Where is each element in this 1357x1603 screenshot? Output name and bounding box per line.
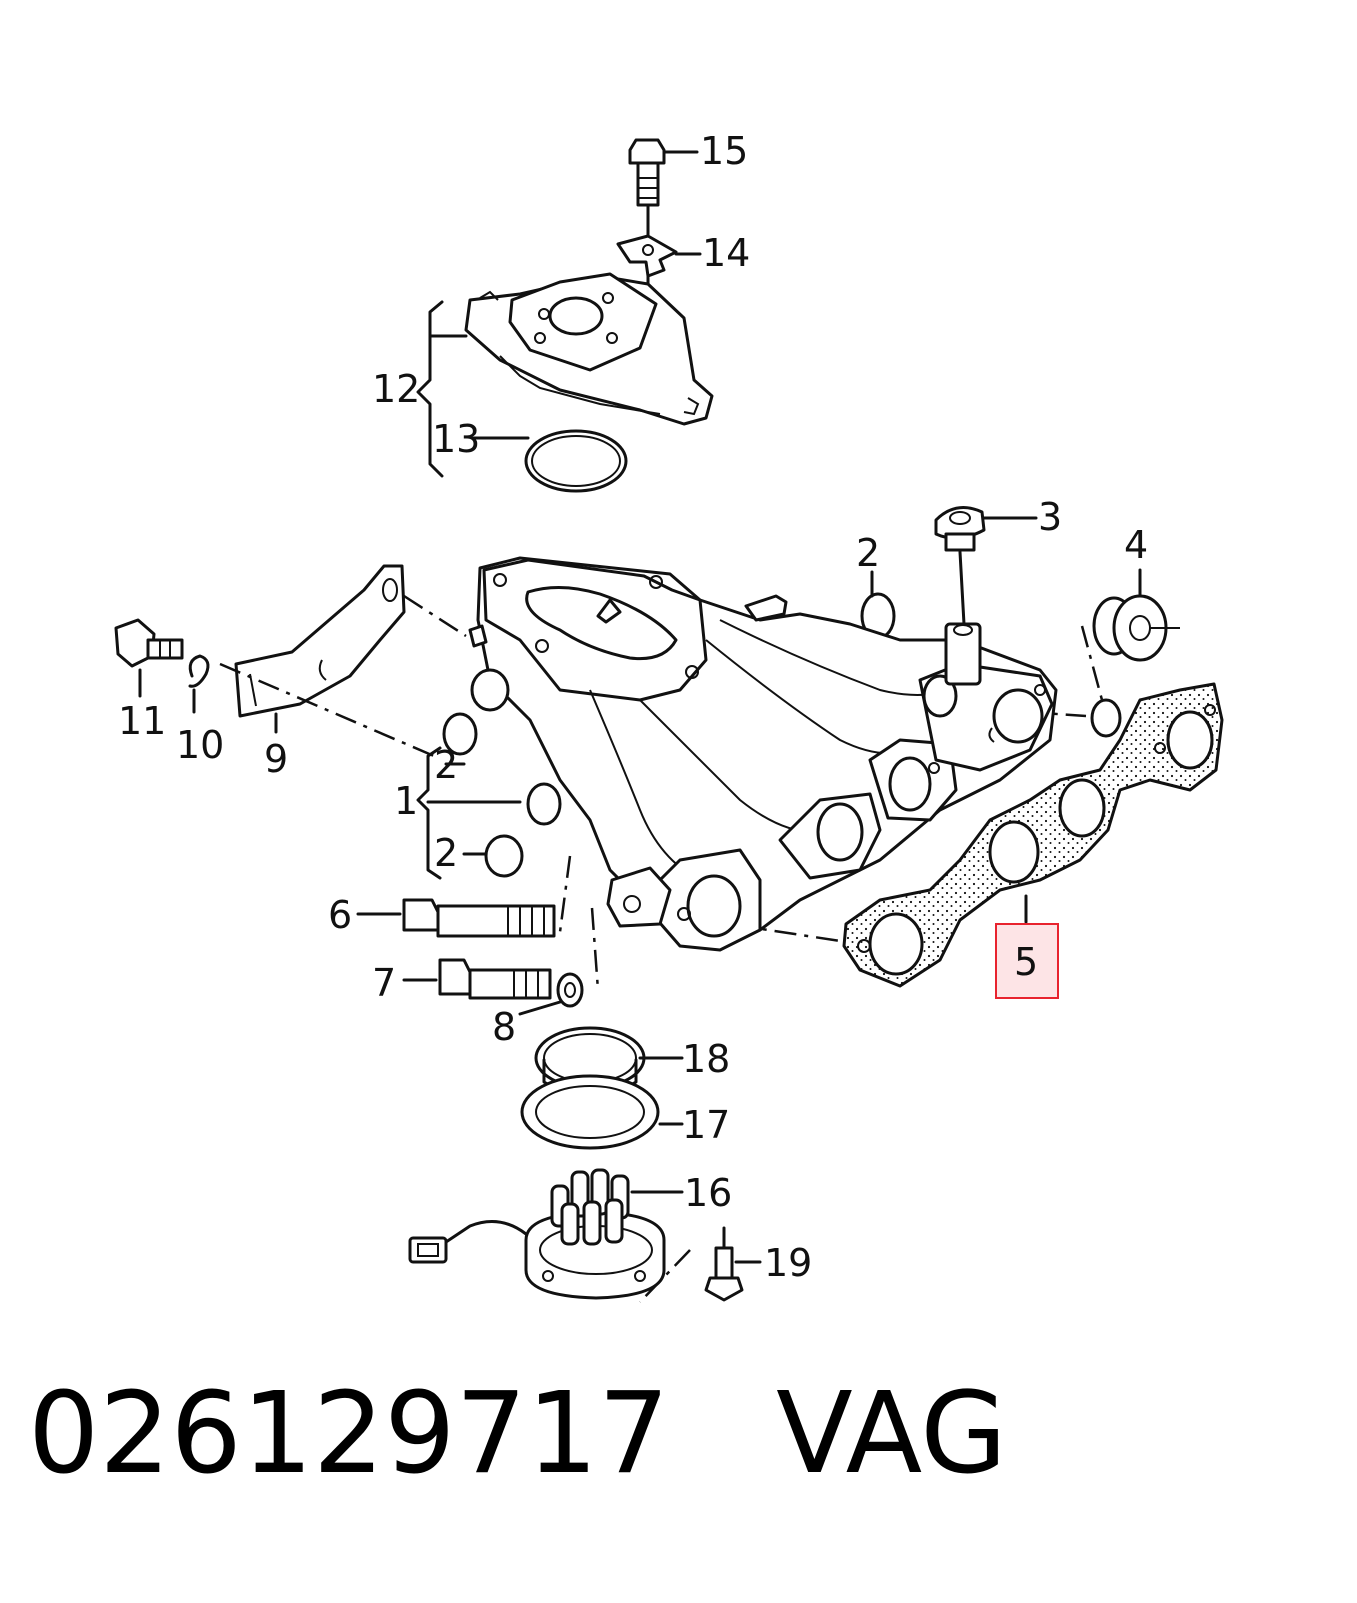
cap-2-upper-left [442, 712, 478, 756]
callout-19: 19 [764, 1241, 812, 1285]
bolt-19 [704, 1226, 762, 1302]
group-bracket-1 [416, 746, 522, 880]
intake-manifold-1 [468, 556, 1058, 952]
grommet-4 [1092, 568, 1180, 662]
callout-4: 4 [1124, 523, 1148, 567]
brand-name: VAG [776, 1369, 1008, 1499]
callout-2-lower-left: 2 [434, 831, 458, 875]
callout-8: 8 [492, 1005, 516, 1049]
callout-labels: 15 14 12 13 3 2 4 11 10 9 1 2 2 6 7 8 5 … [118, 129, 1148, 1285]
callout-7: 7 [372, 961, 396, 1005]
callout-14: 14 [702, 231, 750, 275]
callout-12: 12 [372, 367, 420, 411]
callout-6: 6 [328, 893, 352, 937]
callout-3: 3 [1038, 495, 1062, 539]
callout-15: 15 [700, 129, 748, 173]
bracket-9 [234, 564, 406, 734]
oring-13 [470, 429, 628, 493]
callout-10: 10 [176, 723, 224, 767]
cover-12 [464, 272, 714, 426]
cap-2-lower-left [462, 834, 524, 878]
bolt-7 [402, 958, 552, 1000]
bolt-6 [356, 898, 556, 938]
callout-17: 17 [682, 1103, 730, 1147]
callout-2-top: 2 [856, 531, 880, 575]
gasket-17 [520, 1074, 684, 1150]
bolt-15 [628, 138, 699, 237]
group-bracket-12 [416, 300, 468, 478]
part-number: 026129717 [28, 1369, 670, 1499]
callout-18: 18 [682, 1037, 730, 1081]
clip-10 [188, 654, 210, 714]
gasket-5 [842, 682, 1224, 988]
callout-13: 13 [432, 417, 480, 461]
highlight-box-5 [995, 923, 1059, 999]
callout-9: 9 [264, 737, 288, 781]
callout-16: 16 [684, 1171, 732, 1215]
sensor-16 [408, 1168, 684, 1300]
plug-3 [934, 506, 1038, 626]
callout-11: 11 [118, 699, 166, 743]
bolt-11 [114, 618, 184, 698]
washer-8 [518, 972, 584, 1016]
callout-5: 5 [1014, 940, 1038, 984]
part-number-caption: 026129717 VAG [28, 1378, 1007, 1490]
callout-2-upper-left: 2 [434, 743, 458, 787]
callout-1: 1 [394, 779, 418, 823]
